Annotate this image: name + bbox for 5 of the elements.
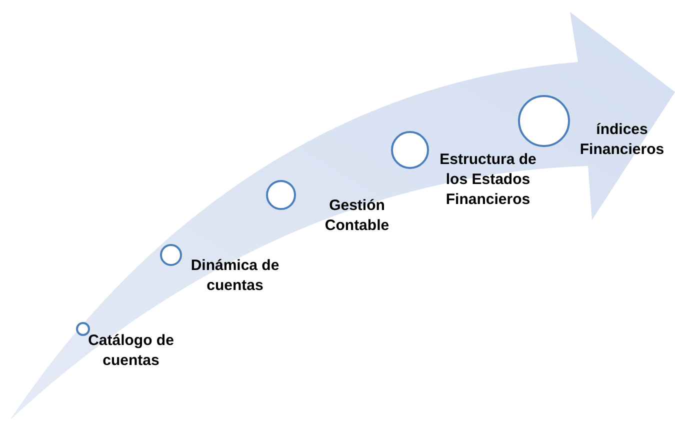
step-label: Gestión Contable	[324, 196, 390, 236]
step-label: Catálogo de cuentas	[88, 331, 174, 371]
step-label: índices Financieros	[578, 120, 666, 160]
step-label: Estructura de los Estados Financieros	[438, 150, 538, 210]
step-label: Dinámica de cuentas	[190, 256, 280, 296]
